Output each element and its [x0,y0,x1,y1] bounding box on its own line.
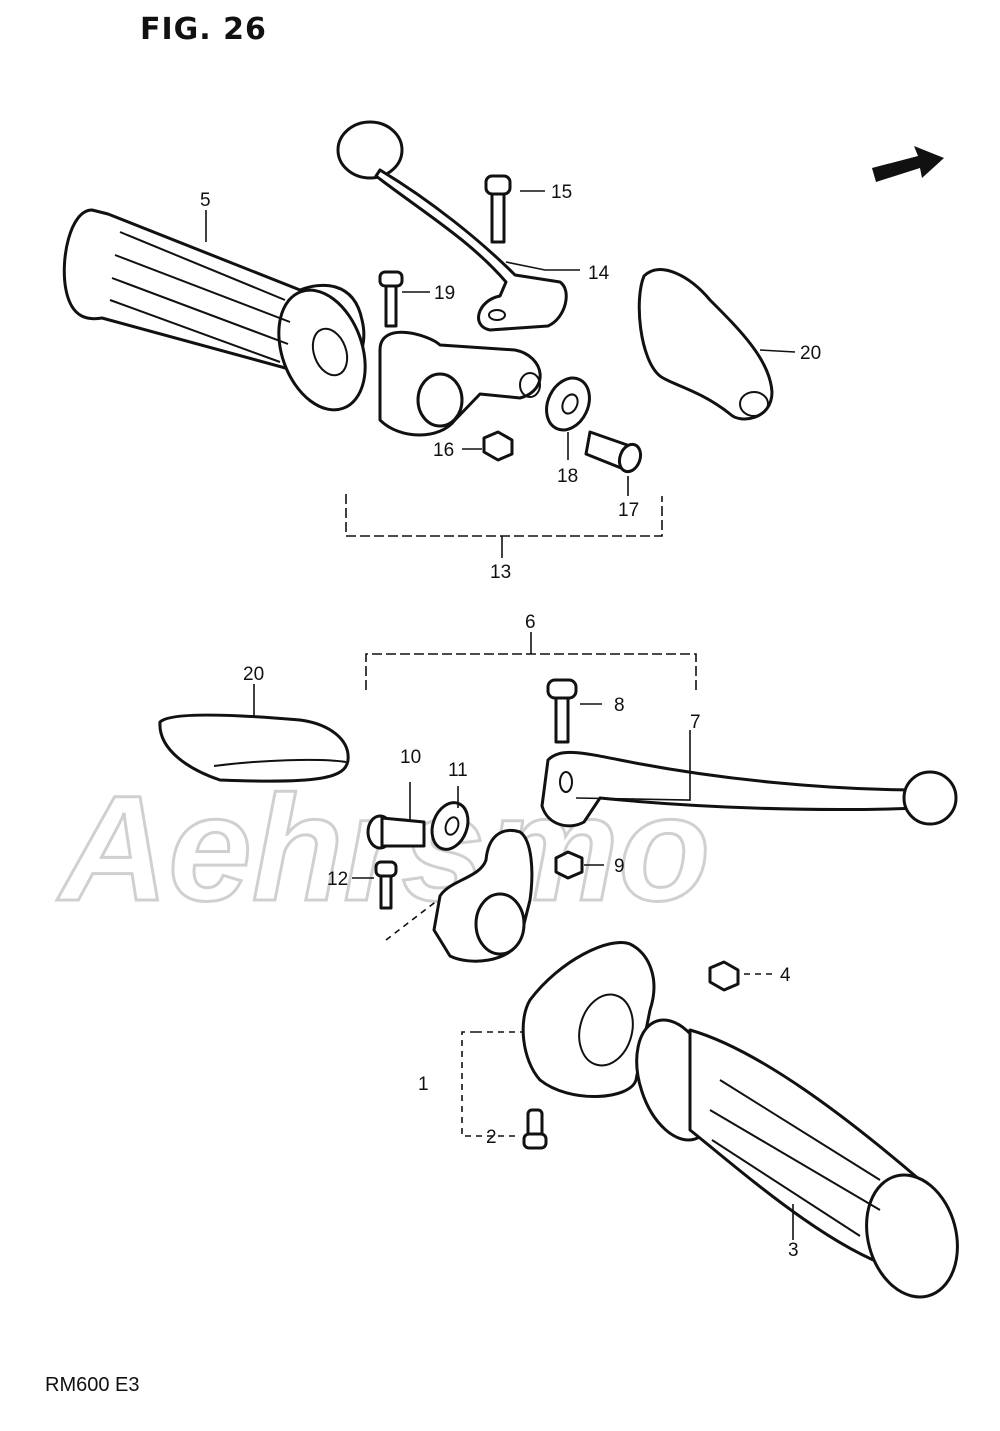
callout-9: 9 [614,856,625,877]
left-grip-part [62,208,367,412]
screw-part [378,270,404,328]
callout-6: 6 [525,612,536,633]
front-direction-arrow-icon [872,146,944,182]
adjuster-bolt-part [366,814,426,850]
callout-3: 3 [788,1240,799,1261]
clutch-lever-part [336,120,568,332]
screw-part [374,860,398,910]
lever-holder-part [432,829,534,963]
right-grip-part [635,1018,959,1299]
callout-18: 18 [557,466,578,487]
callout-13: 13 [490,562,511,583]
callout-15: 15 [551,182,572,203]
screw-part [522,1108,548,1150]
model-code: RM600 E3 [45,1374,140,1396]
figure-title: FIG. 26 [140,12,267,47]
callout-20-top: 20 [800,343,821,364]
adjuster-bolt-part [584,430,643,474]
callout-8: 8 [614,695,625,716]
callout-12: 12 [327,869,348,890]
bolt-part [546,678,578,744]
callout-11: 11 [448,760,468,781]
brake-lever-part [540,750,958,828]
lever-cover-part [158,713,350,783]
callout-7: 7 [690,712,701,733]
callout-5: 5 [200,190,211,211]
callout-14: 14 [588,263,610,284]
nut-part [482,430,514,462]
callout-2: 2 [486,1127,497,1148]
callout-17: 17 [618,500,639,521]
callout-4: 4 [780,965,791,986]
callout-10: 10 [400,747,421,768]
nut-part [554,850,584,880]
lever-cover-part [637,268,774,421]
throttle-housing-part [521,941,656,1098]
callout-20-bottom: 20 [243,664,264,685]
washer-part [545,376,591,432]
bolt-part [484,174,512,244]
callout-16: 16 [433,440,454,461]
callout-1: 1 [418,1074,429,1095]
lever-holder-part [378,330,542,437]
nut-part [708,960,740,992]
callout-19: 19 [434,283,455,304]
